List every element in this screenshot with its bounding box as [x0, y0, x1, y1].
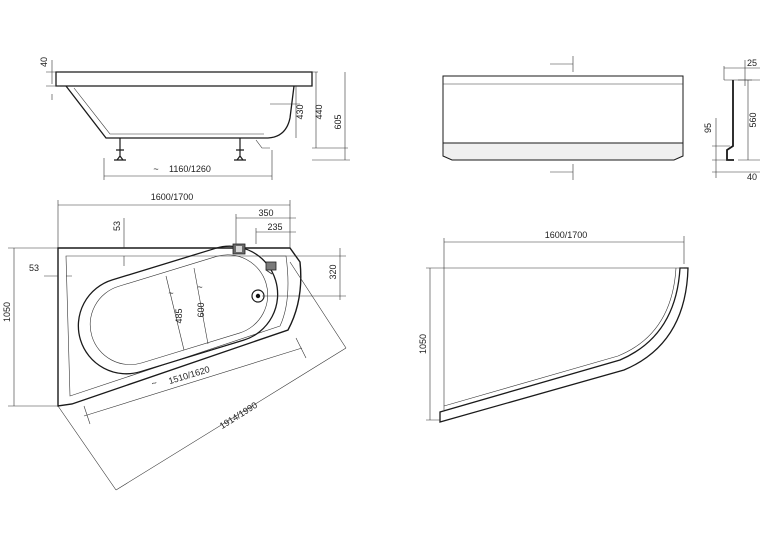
tub-plan-view: 1600/1700 350 235 53 53 320 1050 ~ 485 ~…: [2, 192, 347, 491]
dim-plan-inner-485: 485: [174, 308, 184, 323]
dim-plan-diagonal: 1914/1990: [218, 400, 259, 431]
dim-panel-plan-depth: 1050: [418, 334, 428, 354]
dim-plan-length: 1600/1700: [151, 192, 194, 202]
dim-plan-inner-600: 600: [196, 302, 206, 317]
dim-side-rim: 40: [39, 57, 49, 67]
dim-plan-depth: 1050: [2, 302, 12, 322]
dim-plan-offset-235: 235: [267, 222, 282, 232]
front-panel-view: [442, 56, 684, 180]
side-tub-body: [65, 85, 295, 139]
dim-plan-drain: 320: [328, 264, 338, 279]
dim-plan-side-rim: 53: [29, 263, 39, 273]
side-rim: [55, 71, 313, 87]
plan-valve-icon: [232, 243, 246, 255]
dim-plan-offset-350: 350: [258, 208, 273, 218]
dim-plan-top-rim: 53: [112, 221, 122, 231]
dim-side-length: 1160/1260: [169, 164, 211, 174]
front-panel-body: [442, 75, 684, 144]
dim-side-height-440: 440: [314, 104, 324, 119]
front-panel-plinth: [442, 142, 684, 161]
dim-panel-plan-length: 1600/1700: [545, 230, 588, 240]
dim-side-height-605: 605: [333, 114, 343, 129]
plan-inner-rim: [65, 255, 289, 397]
dim-plan-approx-inner-length: ~: [150, 378, 158, 389]
dim-plan-inner-length: 1510/1620: [167, 364, 211, 386]
panel-section-profile: [726, 80, 734, 161]
dim-plan-approx-600: ~: [197, 282, 202, 292]
plan-basin: [77, 245, 279, 375]
dim-section-top: 25: [747, 58, 757, 68]
dim-section-height: 560: [748, 112, 758, 127]
plan-outer-rim: [57, 247, 302, 407]
dim-section-base: 40: [747, 172, 757, 182]
plan-overflow-icon: [265, 261, 277, 275]
dim-side-approx: ~: [153, 164, 158, 174]
panel-plan-view: 1600/1700 1050: [418, 230, 689, 423]
dim-side-height-430: 430: [295, 104, 305, 119]
front-panel-section-marker-bottom: [550, 164, 574, 180]
dim-plan-approx-485: ~: [168, 288, 173, 298]
panel-section-view: 25 560 95 40: [703, 58, 760, 182]
dim-section-foot: 95: [703, 123, 713, 133]
side-tub-inner-line: [73, 87, 264, 135]
side-legs: [114, 138, 270, 161]
panel-plan-curve: [439, 267, 689, 423]
side-elevation-view: 40 430 440 605 ~ 1160/1260: [39, 57, 350, 180]
front-panel-section-marker-top: [550, 56, 574, 72]
